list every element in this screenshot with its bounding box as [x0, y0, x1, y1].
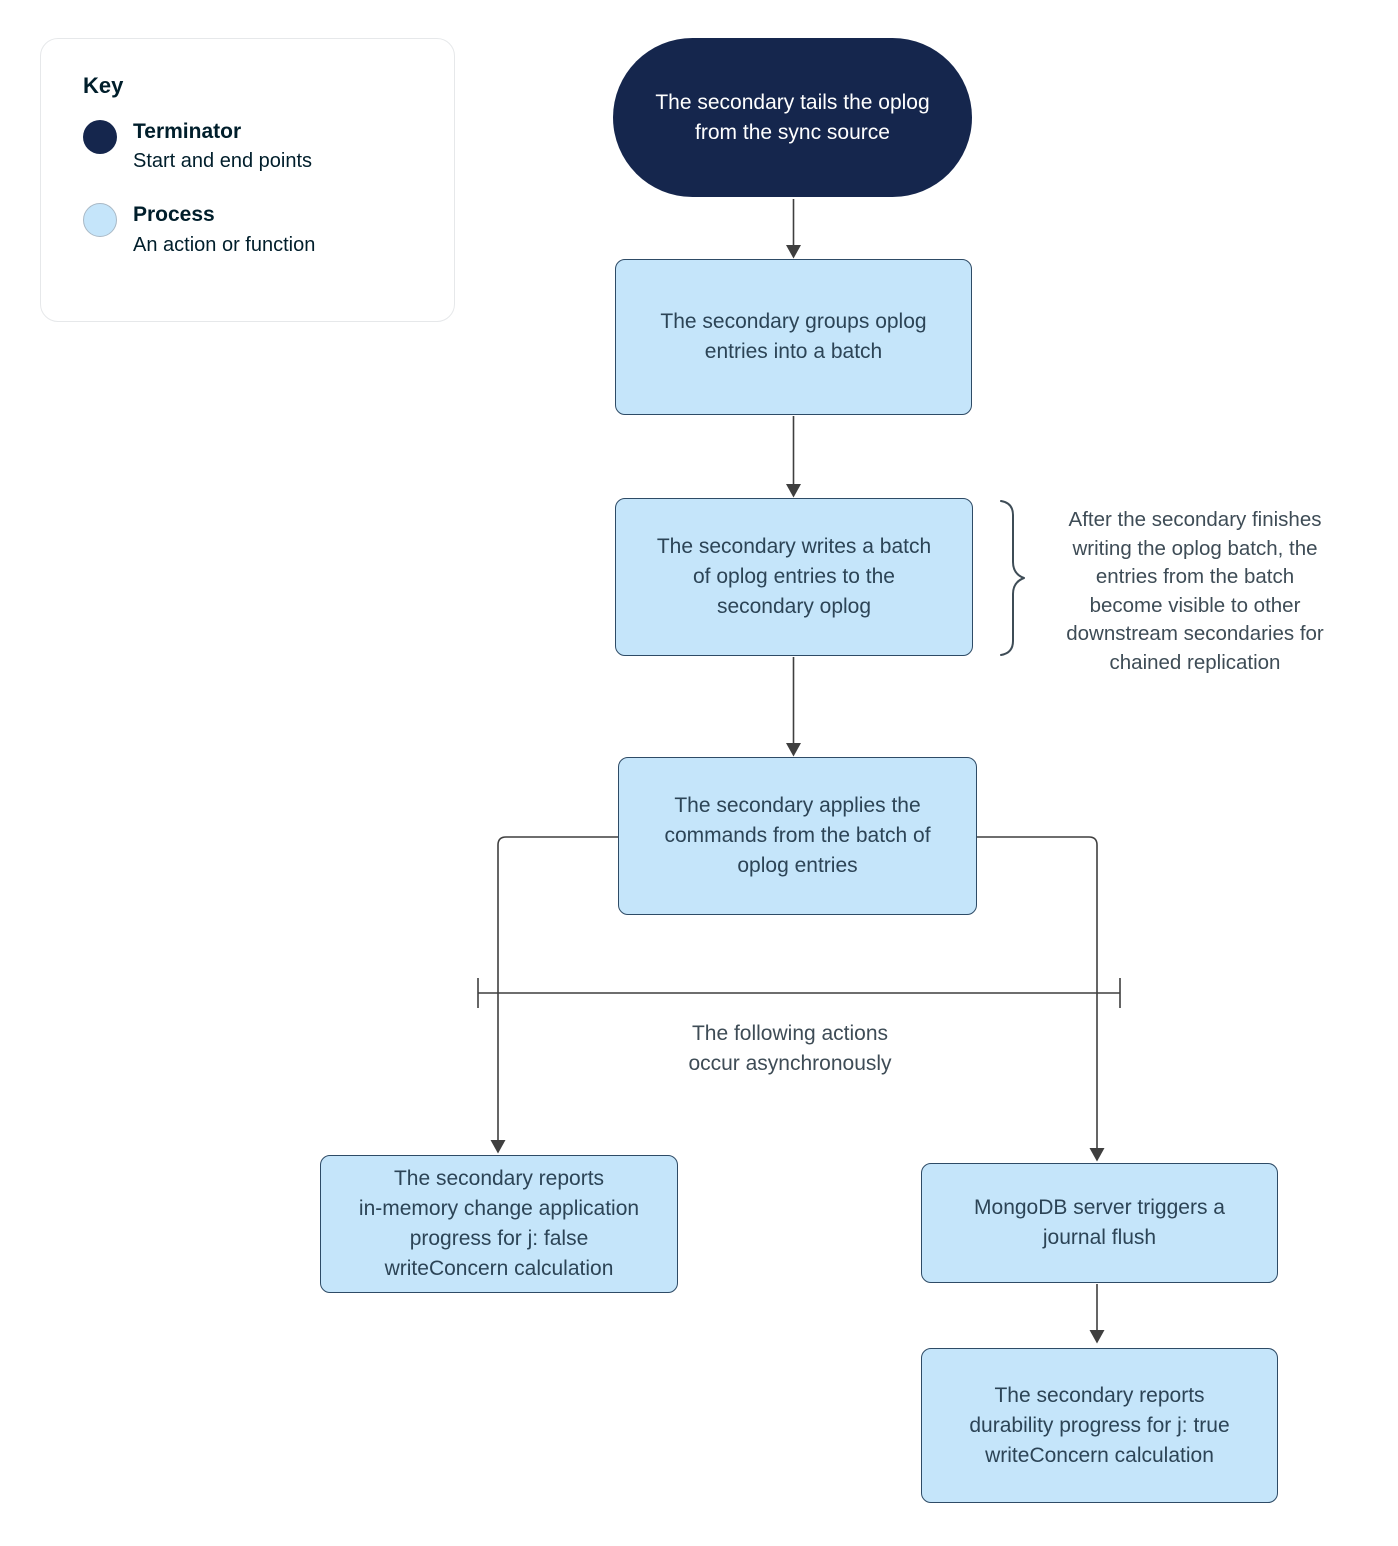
arrow-group-to-write: [786, 416, 801, 498]
node-text: The secondary tails the oplog from the s…: [655, 90, 930, 144]
async-divider-line: [477, 978, 1121, 1008]
terminator-swatch-icon: [83, 120, 117, 154]
node-write-batch: The secondary writes a batch of oplog en…: [615, 498, 973, 656]
process-swatch-icon: [83, 203, 117, 238]
legend-item-terminator: Terminator Start and end points: [83, 117, 412, 176]
node-journal-flush: MongoDB server triggers a journal flush: [921, 1163, 1278, 1283]
node-apply-commands: The secondary applies the commands from …: [618, 757, 977, 915]
node-text: The secondary writes a batch of oplog en…: [656, 535, 932, 618]
node-text: MongoDB server triggers a journal flush: [974, 1196, 1225, 1249]
brace-annotation: After the secondary finishes writing the…: [1066, 508, 1324, 674]
node-report-durability: The secondary reports durability progres…: [921, 1348, 1278, 1503]
node-start-terminator: The secondary tails the oplog from the s…: [613, 38, 972, 197]
legend-item-description: Start and end points: [133, 150, 313, 173]
legend-item-name: Terminator: [133, 120, 242, 143]
arrow-write-to-apply: [786, 657, 801, 757]
node-text: The secondary applies the commands from …: [664, 794, 931, 877]
async-annotation: The following actions occur asynchronous…: [688, 1022, 892, 1075]
legend-item-description: An action or function: [133, 233, 316, 256]
node-text: The secondary reports in-memory change a…: [358, 1167, 640, 1280]
arrow-apply-to-journal-flush: [977, 836, 1105, 1162]
legend-item-name: Process: [133, 203, 215, 227]
node-group-batch: The secondary groups oplog entries into …: [615, 259, 972, 415]
node-text: The secondary groups oplog entries into …: [660, 310, 927, 363]
arrow-apply-to-report-inmemory: [490, 836, 618, 1154]
node-report-inmemory: The secondary reports in-memory change a…: [320, 1155, 678, 1293]
node-text: The secondary reports durability progres…: [969, 1383, 1230, 1467]
arrow-journal-to-durability: [1089, 1284, 1105, 1344]
legend-title: Key: [83, 73, 124, 98]
arrow-start-to-group: [786, 199, 801, 259]
curly-brace: [1000, 500, 1025, 656]
legend-key-panel: Key Terminator Start and end points Proc…: [40, 38, 455, 322]
legend-item-process: Process An action or function: [83, 200, 412, 259]
